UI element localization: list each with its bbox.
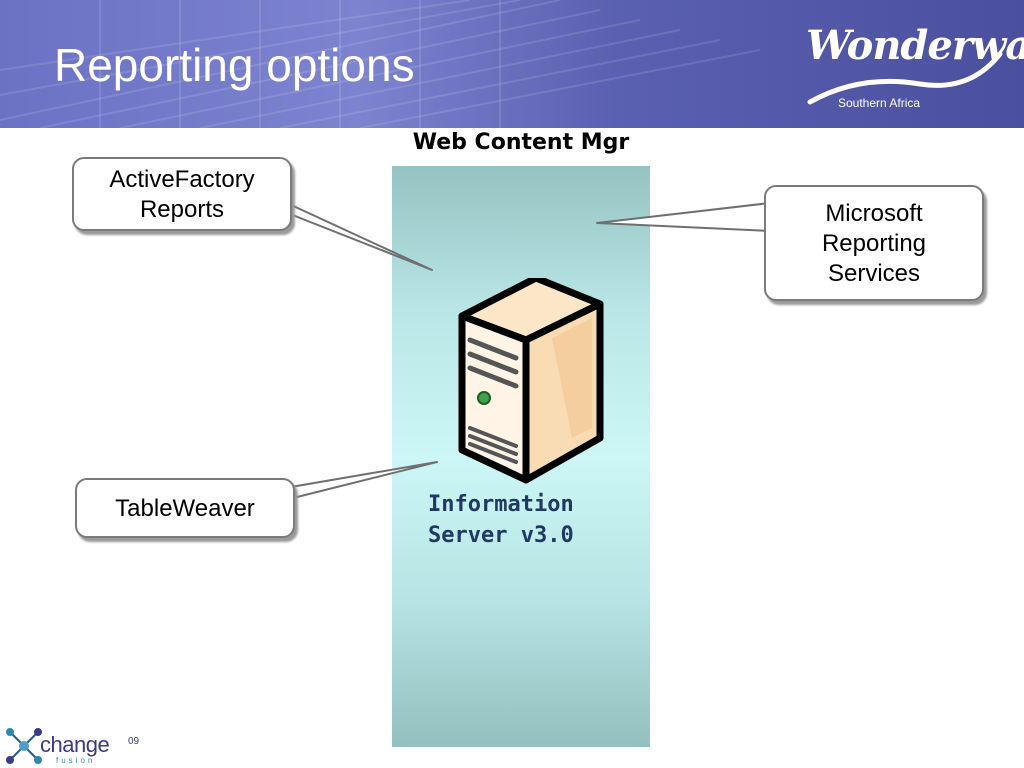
logo-swoosh-icon	[807, 51, 1003, 105]
server-label-line: Information	[428, 492, 574, 517]
page-title: Reporting options	[54, 39, 415, 91]
change-fusion-logo: change 09 fusion	[4, 726, 154, 766]
callout-microsoft-reporting-services: Microsoft Reporting Services	[764, 185, 984, 301]
header-banner: Reporting options Wonderware Southern Af…	[0, 0, 1024, 128]
molecule-x-icon	[6, 728, 42, 764]
footer-logo-superscript: 09	[128, 736, 140, 747]
callout-line: ActiveFactory	[109, 166, 255, 193]
building-background	[0, 0, 761, 128]
logo-wordmark: Wonderware	[806, 22, 1024, 69]
footer-logo-word: change	[40, 732, 110, 757]
callout-line: Reports	[139, 196, 225, 223]
callout-activefactory-reports: ActiveFactory Reports	[72, 157, 292, 231]
callout-line: Services	[827, 260, 921, 287]
callout-line: Microsoft	[825, 200, 923, 227]
server-label-line: Server v3.0	[428, 523, 574, 548]
activefactory-pointer	[275, 197, 433, 271]
microsoft-pointer	[596, 202, 771, 232]
web-content-mgr-label: Web Content Mgr	[412, 130, 630, 155]
server-label: Information Server v3.0	[428, 489, 574, 551]
server-icon	[458, 278, 604, 484]
callout-tableweaver: TableWeaver	[75, 478, 295, 538]
footer-logo-subtitle: fusion	[56, 756, 96, 765]
callout-line: TableWeaver	[115, 495, 255, 522]
callout-line: Reporting	[821, 230, 927, 257]
logo-subtitle: Southern Africa	[838, 96, 921, 110]
tableweaver-pointer	[284, 461, 438, 501]
wonderware-logo: Wonderware Southern Africa	[800, 14, 1024, 114]
